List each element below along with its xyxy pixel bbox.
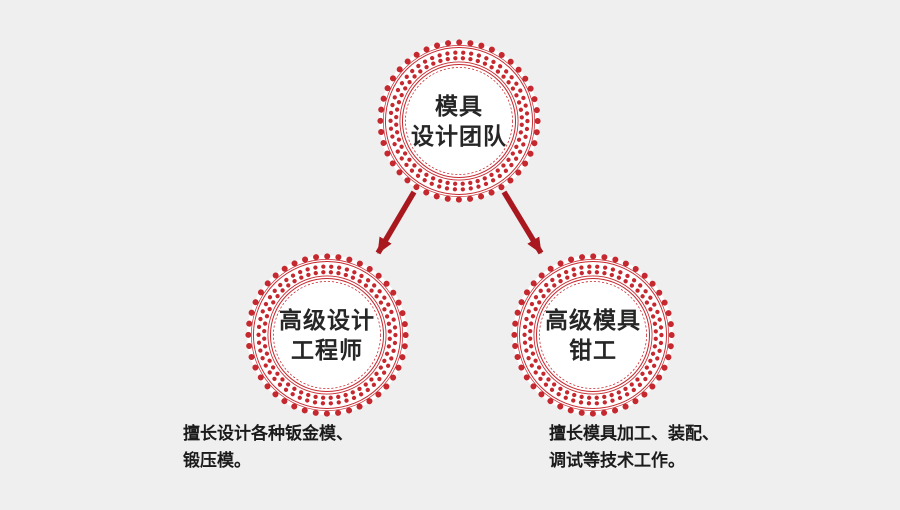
node-root-label-line2: 设计团队 bbox=[411, 123, 507, 149]
caption-left-line2: 锻压模。 bbox=[183, 451, 251, 471]
node-root-label-line1: 模具 bbox=[435, 92, 483, 119]
node-left: 高级设计 工程师 bbox=[242, 250, 412, 420]
node-right-label-line2: 钳工 bbox=[569, 337, 617, 363]
caption-right-line1: 擅长模具加工、装配、 bbox=[549, 424, 719, 443]
node-left-label-line1: 高级设计 bbox=[279, 306, 375, 333]
caption-right: 擅长模具加工、装配、 调试等技术工作。 bbox=[549, 420, 799, 474]
caption-right-line2: 调试等技术工作。 bbox=[549, 451, 685, 471]
node-root: 模具 设计团队 bbox=[374, 36, 544, 206]
node-right-label: 高级模具 钳工 bbox=[508, 250, 678, 420]
caption-left-line1: 擅长设计各种钣金模、 bbox=[183, 424, 353, 443]
caption-left: 擅长设计各种钣金模、 锻压模。 bbox=[183, 420, 433, 474]
node-left-label: 高级设计 工程师 bbox=[242, 250, 412, 420]
node-right: 高级模具 钳工 bbox=[508, 250, 678, 420]
node-right-label-line1: 高级模具 bbox=[545, 306, 641, 333]
node-left-label-line2: 工程师 bbox=[291, 337, 363, 363]
node-root-label: 模具 设计团队 bbox=[374, 36, 544, 206]
